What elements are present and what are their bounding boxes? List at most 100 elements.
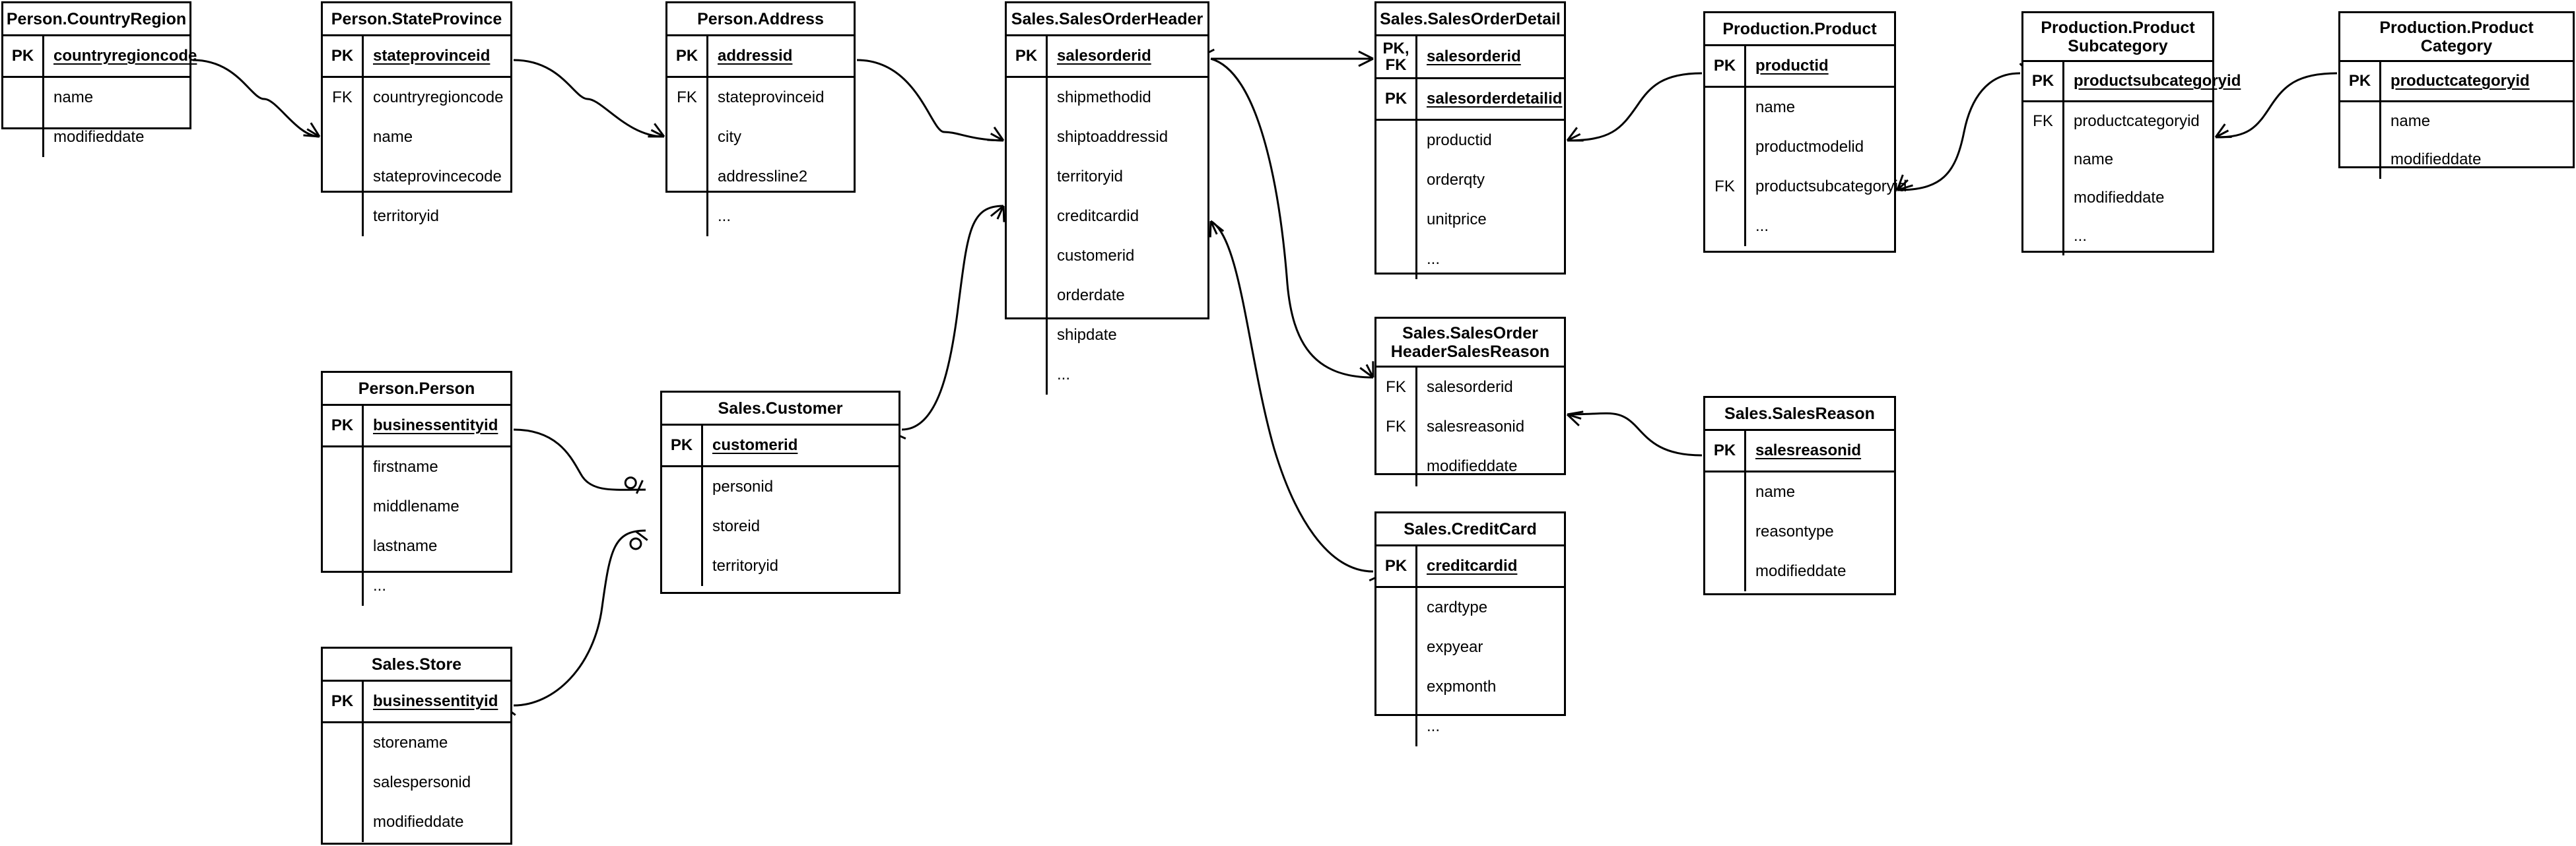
attribute-row[interactable]: shipdate	[1007, 315, 1207, 355]
attribute-row[interactable]: shipmethodid	[1007, 78, 1207, 117]
attribute-row[interactable]: reasontype	[1705, 512, 1894, 552]
attribute-row[interactable]: name	[323, 117, 510, 157]
crowfoot-prong-lower	[987, 139, 1004, 142]
attribute-name: salespersonid	[373, 773, 471, 791]
relationship-rel-person-customer	[503, 420, 646, 494]
attribute-row[interactable]: name	[2023, 141, 2212, 179]
attribute-row[interactable]: customerid	[1007, 236, 1207, 276]
relationship-line	[192, 59, 320, 138]
attribute-row[interactable]: name	[2340, 102, 2573, 141]
attribute-row[interactable]: creditcardid	[1007, 197, 1207, 236]
attribute-row[interactable]: modifieddate	[2023, 179, 2212, 217]
attribute-row[interactable]: lastname	[323, 527, 510, 566]
attribute-name: shiptoaddressid	[1057, 128, 1169, 146]
attribute-row[interactable]: modifieddate	[1376, 447, 1564, 486]
attribute-row[interactable]: storename	[323, 723, 510, 763]
attribute-row[interactable]: stateprovincecode	[323, 157, 510, 197]
relationship-rel-salesorderheader-salesorderdetail	[1203, 50, 1374, 67]
attribute-row[interactable]: orderdate	[1007, 276, 1207, 315]
key-badge	[1007, 315, 1048, 355]
attribute-row[interactable]: ...	[1376, 707, 1564, 746]
key-badge	[2340, 102, 2381, 141]
attribute-row[interactable]: middlename	[323, 487, 510, 527]
attribute-row[interactable]: productmodelid	[1705, 127, 1894, 167]
key-badge	[3, 117, 44, 157]
attribute-row[interactable]: ...	[1376, 240, 1564, 279]
attribute-row[interactable]: ...	[323, 566, 510, 606]
attribute-row[interactable]: territoryid	[662, 546, 898, 586]
crowfoot-prong-lower	[1002, 205, 1005, 222]
attribute-row[interactable]: firstname	[323, 447, 510, 487]
attribute-row[interactable]: unitprice	[1376, 200, 1564, 240]
attribute-row[interactable]: name	[1705, 88, 1894, 127]
attribute-row[interactable]: productid	[1376, 121, 1564, 160]
attribute-row[interactable]: territoryid	[1007, 157, 1207, 197]
attribute-row[interactable]: shiptoaddressid	[1007, 117, 1207, 157]
crowfoot-prong-lower	[1210, 220, 1225, 232]
attribute-row[interactable]: cardtype	[1376, 588, 1564, 628]
attribute-row[interactable]: name	[1705, 472, 1894, 512]
crowfoot-prong-mid	[990, 133, 1004, 142]
crowfoot-prong-lower	[1358, 57, 1374, 67]
attribute-name: salesorderdetailid	[1427, 90, 1563, 108]
attribute-row[interactable]: salespersonid	[323, 763, 510, 802]
attribute-row[interactable]: modifieddate	[1705, 552, 1894, 591]
relationship-line	[1897, 72, 2021, 191]
attribute-name: productid	[1427, 131, 1492, 149]
attribute-row[interactable]: ...	[2023, 217, 2212, 255]
attribute-row[interactable]: territoryid	[323, 197, 510, 236]
relationship-line	[856, 59, 1004, 142]
key-badge	[2023, 141, 2064, 179]
attribute-row[interactable]: personid	[662, 467, 898, 507]
attribute-row[interactable]: orderqty	[1376, 160, 1564, 200]
attribute-row[interactable]: ...	[1705, 207, 1894, 246]
attribute-row[interactable]: name	[3, 78, 189, 117]
attribute-row[interactable]: city	[667, 117, 854, 157]
attribute-row[interactable]: expyear	[1376, 628, 1564, 667]
attribute-row[interactable]: addressline2	[667, 157, 854, 197]
attribute-row[interactable]: modifieddate	[323, 802, 510, 842]
attribute-row[interactable]: modifieddate	[3, 117, 189, 157]
attribute-row[interactable]: storeid	[662, 507, 898, 546]
attribute-row[interactable]: expmonth	[1376, 667, 1564, 707]
attribute-row[interactable]: ...	[667, 197, 854, 236]
attribute-row[interactable]: modifieddate	[2340, 141, 2573, 179]
key-badge	[667, 197, 708, 236]
attribute-row[interactable]: ...	[1007, 355, 1207, 395]
